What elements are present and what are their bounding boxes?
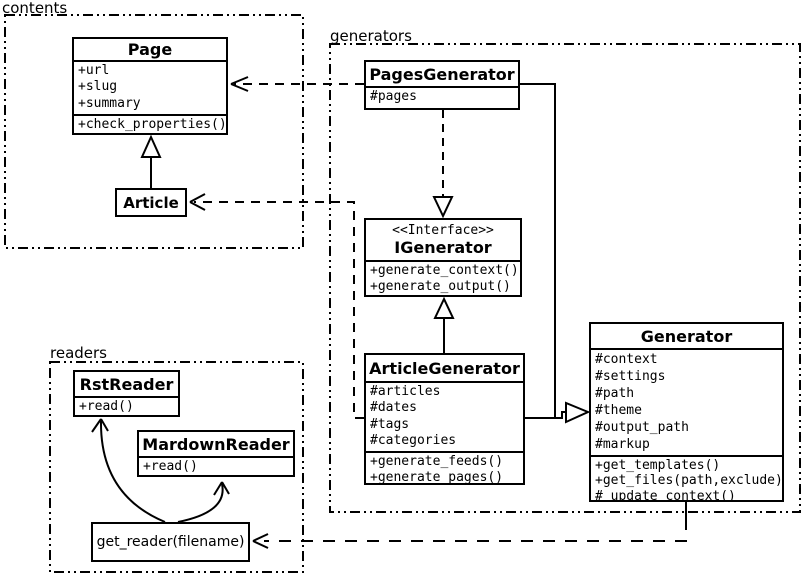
class-igenerator-stereotype: <<Interface>> <box>392 223 494 238</box>
class-articlegenerator-attributes: #articles #dates #tags #categories <box>366 381 523 451</box>
class-article-name: Article <box>123 193 179 212</box>
class-page-name: Page <box>127 40 173 59</box>
edge-articlegenerator-implements-igenerator <box>433 296 455 353</box>
class-article: Article <box>115 188 187 217</box>
edge-article-extends-page <box>140 134 162 188</box>
class-pagesgenerator-attributes: #pages <box>366 86 518 108</box>
class-generator-methods: +get_templates() +get_files(path,exclude… <box>591 455 782 500</box>
edge-generator-uses-getreader <box>252 502 687 549</box>
class-page-attributes: +url +slug +summary <box>74 60 226 114</box>
edge-getreader-to-mardownreader <box>177 481 230 523</box>
package-readers-border <box>49 361 304 573</box>
class-igenerator-methods: +generate_context() +generate_output() <box>366 260 520 295</box>
class-page-methods: +check_properties() <box>74 114 226 133</box>
edge-articlegenerator-uses-article <box>189 193 364 419</box>
edge-getreader-to-rstreader <box>91 418 166 523</box>
class-mardownreader-name: MardownReader <box>142 434 290 454</box>
edge-pagesgenerator-implements-igenerator <box>432 110 454 219</box>
class-rstreader-name: RstReader <box>79 374 174 394</box>
class-generator-name: Generator <box>640 326 733 346</box>
edge-generators-extend-generator <box>520 83 591 424</box>
class-articlegenerator: ArticleGenerator #articles #dates #tags … <box>364 353 525 485</box>
class-igenerator-header: <<Interface>> IGenerator <box>366 220 520 260</box>
package-contents-border <box>4 14 304 249</box>
edge-pagesgenerator-uses-page <box>230 76 364 92</box>
class-rstreader: RstReader +read() <box>73 370 180 417</box>
class-pagesgenerator: PagesGenerator #pages <box>364 60 520 110</box>
package-label-readers: readers <box>50 344 107 362</box>
package-label-contents: contents <box>2 0 68 17</box>
class-rstreader-methods: +read() <box>75 396 178 415</box>
class-articlegenerator-name: ArticleGenerator <box>369 358 520 378</box>
class-mardownreader-methods: +read() <box>139 456 293 475</box>
class-igenerator: <<Interface>> IGenerator +generate_conte… <box>364 218 522 297</box>
class-igenerator-name: IGenerator <box>394 238 492 257</box>
class-generator: Generator #context #settings #path #them… <box>589 322 784 502</box>
class-articlegenerator-methods: +generate_feeds() +generate_pages() <box>366 451 523 483</box>
class-pagesgenerator-name: PagesGenerator <box>369 64 515 84</box>
function-get-reader-label: get_reader(filename) <box>96 534 245 550</box>
package-label-generators: generators <box>330 27 412 45</box>
package-generators-border <box>329 43 801 513</box>
class-generator-attributes: #context #settings #path #theme #output_… <box>591 348 782 455</box>
class-page: Page +url +slug +summary +check_properti… <box>72 37 228 135</box>
function-get-reader: get_reader(filename) <box>91 522 250 562</box>
class-mardownreader: MardownReader +read() <box>137 430 295 477</box>
